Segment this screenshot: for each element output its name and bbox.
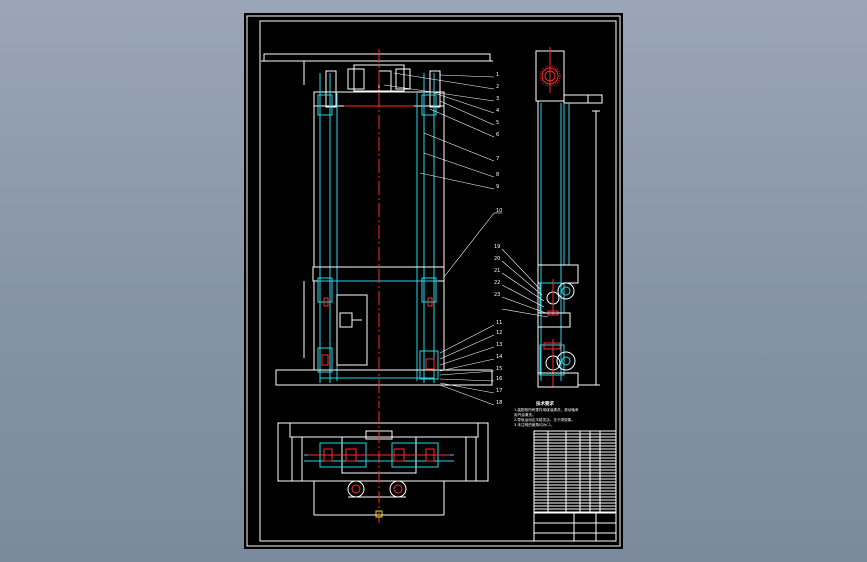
- pulley-icon: [389, 480, 407, 498]
- part-callouts: 1 2 3 4 5 6 7 8 9 10 11 12 13 14 15 16 1…: [383, 72, 502, 406]
- part-number: 21: [494, 268, 500, 274]
- top-view: [277, 411, 489, 523]
- part-number: 5: [496, 120, 499, 126]
- part-number: 13: [496, 342, 502, 348]
- inner-border: [259, 20, 617, 542]
- side-view: [535, 47, 603, 388]
- part-number: 11: [496, 320, 502, 326]
- top-plate: [263, 53, 491, 62]
- drawing-sheet: 1 2 3 4 5 6 7 8 9 10 11 12 13 14 15 16 1…: [244, 13, 623, 549]
- part-number: 15: [496, 366, 502, 372]
- part-number: 20: [494, 256, 500, 262]
- part-number: 6: [496, 132, 499, 138]
- part-number: 12: [496, 330, 502, 336]
- part-number: 22: [494, 280, 500, 286]
- bom-rows: [534, 433, 616, 513]
- technical-requirements: 技术要求 1.装配前所有零件用煤油清洗，滚动轴承 用汽油清洗。 2.导轨运动应平…: [514, 400, 579, 427]
- part-number: 9: [496, 184, 499, 190]
- part-number: 16: [496, 376, 502, 382]
- part-number: 2: [496, 84, 499, 90]
- requirement-line: 2.导轨运动应平稳灵活，无卡滞现象。: [514, 417, 575, 422]
- part-number: 7: [496, 156, 499, 162]
- part-number: 14: [496, 354, 502, 360]
- part-number: 4: [496, 108, 499, 114]
- part-number: 1: [496, 72, 499, 78]
- base-plate: [275, 369, 493, 386]
- part-number: 23: [494, 292, 500, 298]
- part-number: 17: [496, 388, 502, 394]
- part-number: 3: [496, 96, 499, 102]
- requirements-title: 技术要求: [536, 400, 554, 407]
- part-number: 8: [496, 172, 499, 178]
- requirement-line: 1.装配前所有零件用煤油清洗，滚动轴承: [514, 407, 579, 412]
- part-number: 18: [496, 400, 502, 406]
- side-callouts: 19 20 21 22 23: [494, 244, 549, 318]
- requirement-line: 3.未注明的倒角均为C1。: [514, 422, 555, 427]
- title-block: [533, 430, 617, 542]
- part-number: 10: [496, 208, 502, 214]
- part-number: 19: [494, 244, 500, 250]
- cad-drawing: 1 2 3 4 5 6 7 8 9 10 11 12 13 14 15 16 1…: [246, 15, 621, 547]
- front-view: [261, 49, 493, 408]
- pulley-icon: [347, 480, 365, 498]
- outer-border: [246, 15, 621, 547]
- requirement-line: 用汽油清洗。: [514, 412, 536, 417]
